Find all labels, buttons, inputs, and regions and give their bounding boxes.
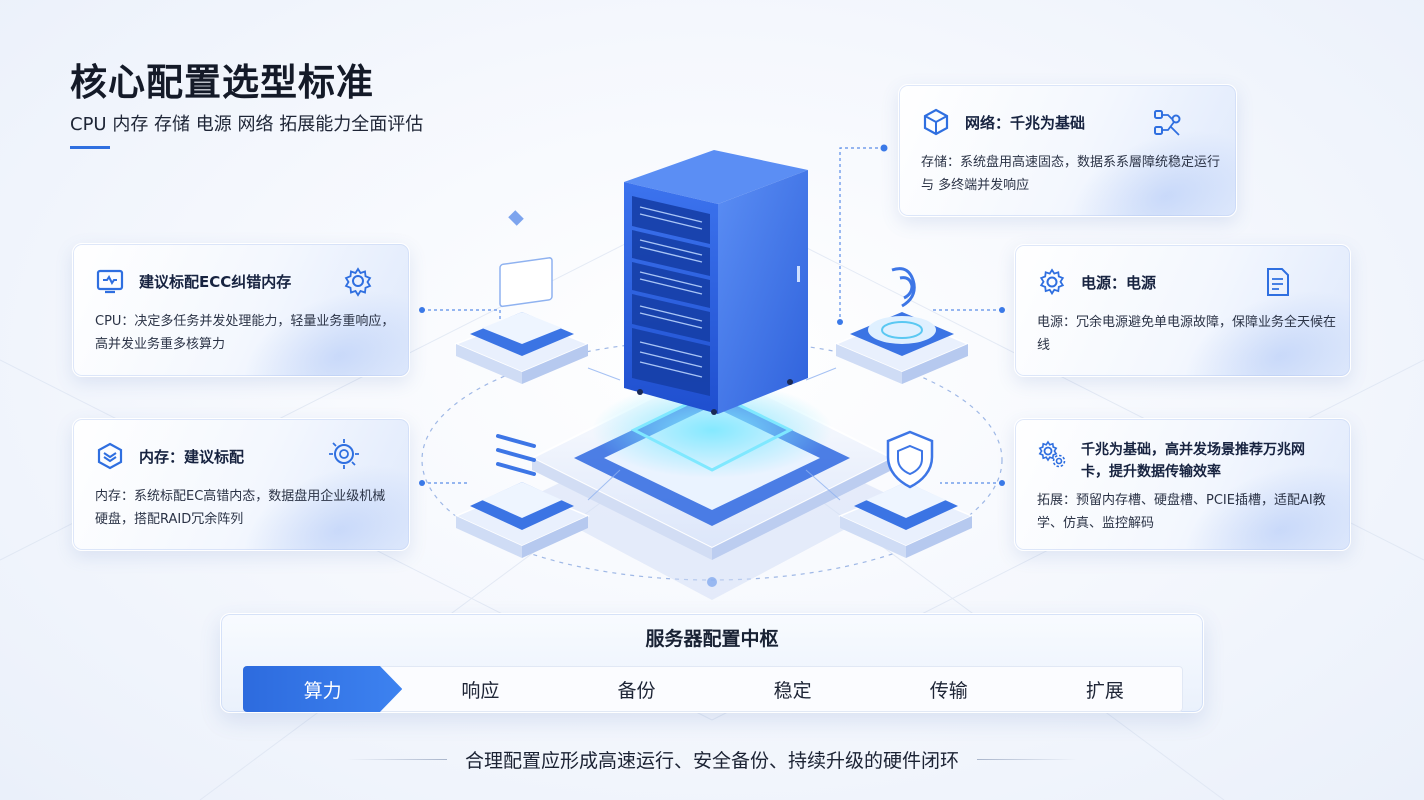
gear-icon (1037, 267, 1067, 297)
network-icon (1151, 107, 1185, 141)
card-expand: 千兆为基础，高并发场景推荐万兆网卡，提升数据传输效率 拓展：预留内存槽、硬盘槽、… (1014, 418, 1351, 551)
gears-icon (1037, 439, 1067, 469)
cube-icon (921, 107, 951, 137)
monitor-icon (95, 266, 125, 296)
central-platform (524, 366, 900, 600)
tab-response[interactable]: 响应 (461, 679, 500, 702)
document-icon (1261, 265, 1295, 299)
satellite-stack-bottom-right (838, 430, 974, 558)
card-expand-body: 拓展：预留内存槽、硬盘槽、PCIE插槽，适配AI教学、仿真、监控解码 (1037, 493, 1326, 531)
card-power-body: 电源：冗余电源避免单电源故障，保障业务全天候在线 (1037, 315, 1337, 353)
card-memory-title: 内存：建议标配 (139, 447, 245, 466)
card-ecc-body: CPU：决定多任务并发处理能力，轻量业务重响应，高并发业务重多核算力 (95, 314, 395, 352)
footer-caption: 合理配置应形成高速运行、安全备份、持续升级的硬件闭环 (464, 750, 959, 772)
card-network-body: 存储：系统盘用高速固态，数据系系層障统稳定运行与 多终端并发响应 (921, 155, 1221, 193)
tab-backup[interactable]: 备份 (617, 679, 656, 702)
tab-transfer[interactable]: 传输 (929, 679, 968, 702)
hub-title: 服务器配置中枢 (645, 628, 779, 650)
card-memory-body: 内存：系统标配EC高错内态，数据盘用企业级机械硬盘，搭配RAID冗余阵列 (95, 489, 386, 527)
page-title: 核心配置选型标准 (70, 61, 374, 104)
tab-expansion[interactable]: 扩展 (1085, 679, 1124, 702)
tab-compute[interactable]: 算力 (243, 666, 403, 712)
satellite-stack-bottom-left (454, 434, 590, 558)
config-hub-panel: 服务器配置中枢 算力 响应 备份 稳定 传输 扩展 (220, 613, 1204, 713)
title-underline (70, 146, 110, 149)
card-network: 网络：千兆为基础 存储：系统盘用高速固态，数据系系層障统稳定运行与 多终端并发响… (898, 84, 1237, 217)
footer-divider-right (977, 759, 1077, 760)
chip-icon (327, 437, 361, 471)
page-subtitle: CPU 内存 存储 电源 网络 拓展能力全面评估 (70, 114, 424, 135)
card-power: 电源：电源 电源：冗余电源避免单电源故障，保障业务全天候在线 (1014, 244, 1351, 377)
footer-divider-left (346, 759, 447, 760)
card-expand-title: 千兆为基础，高并发场景推荐万兆网卡，提升数据传输效率 (1081, 442, 1305, 480)
card-network-title: 网络：千兆为基础 (965, 113, 1086, 132)
satellite-stack-top-left (454, 210, 590, 384)
server-rack (624, 150, 808, 415)
card-ecc: 建议标配ECC纠错内存 CPU：决定多任务并发处理能力，轻量业务重响应，高并发业… (72, 243, 410, 377)
gear-icon (341, 264, 375, 298)
footer: 合理配置应形成高速运行、安全备份、持续升级的硬件闭环 (0, 746, 1424, 773)
satellite-stack-top-right (834, 267, 970, 384)
card-ecc-title: 建议标配ECC纠错内存 (139, 272, 292, 291)
hub-tab-bar: 算力 响应 备份 稳定 传输 扩展 (243, 666, 1183, 712)
card-memory: 内存：建议标配 内存：系统标配EC高错内态，数据盘用企业级机械硬盘，搭配RAID… (72, 418, 410, 551)
layers-icon (95, 441, 125, 471)
tab-stability[interactable]: 稳定 (773, 679, 812, 702)
card-power-title: 电源：电源 (1081, 273, 1157, 292)
